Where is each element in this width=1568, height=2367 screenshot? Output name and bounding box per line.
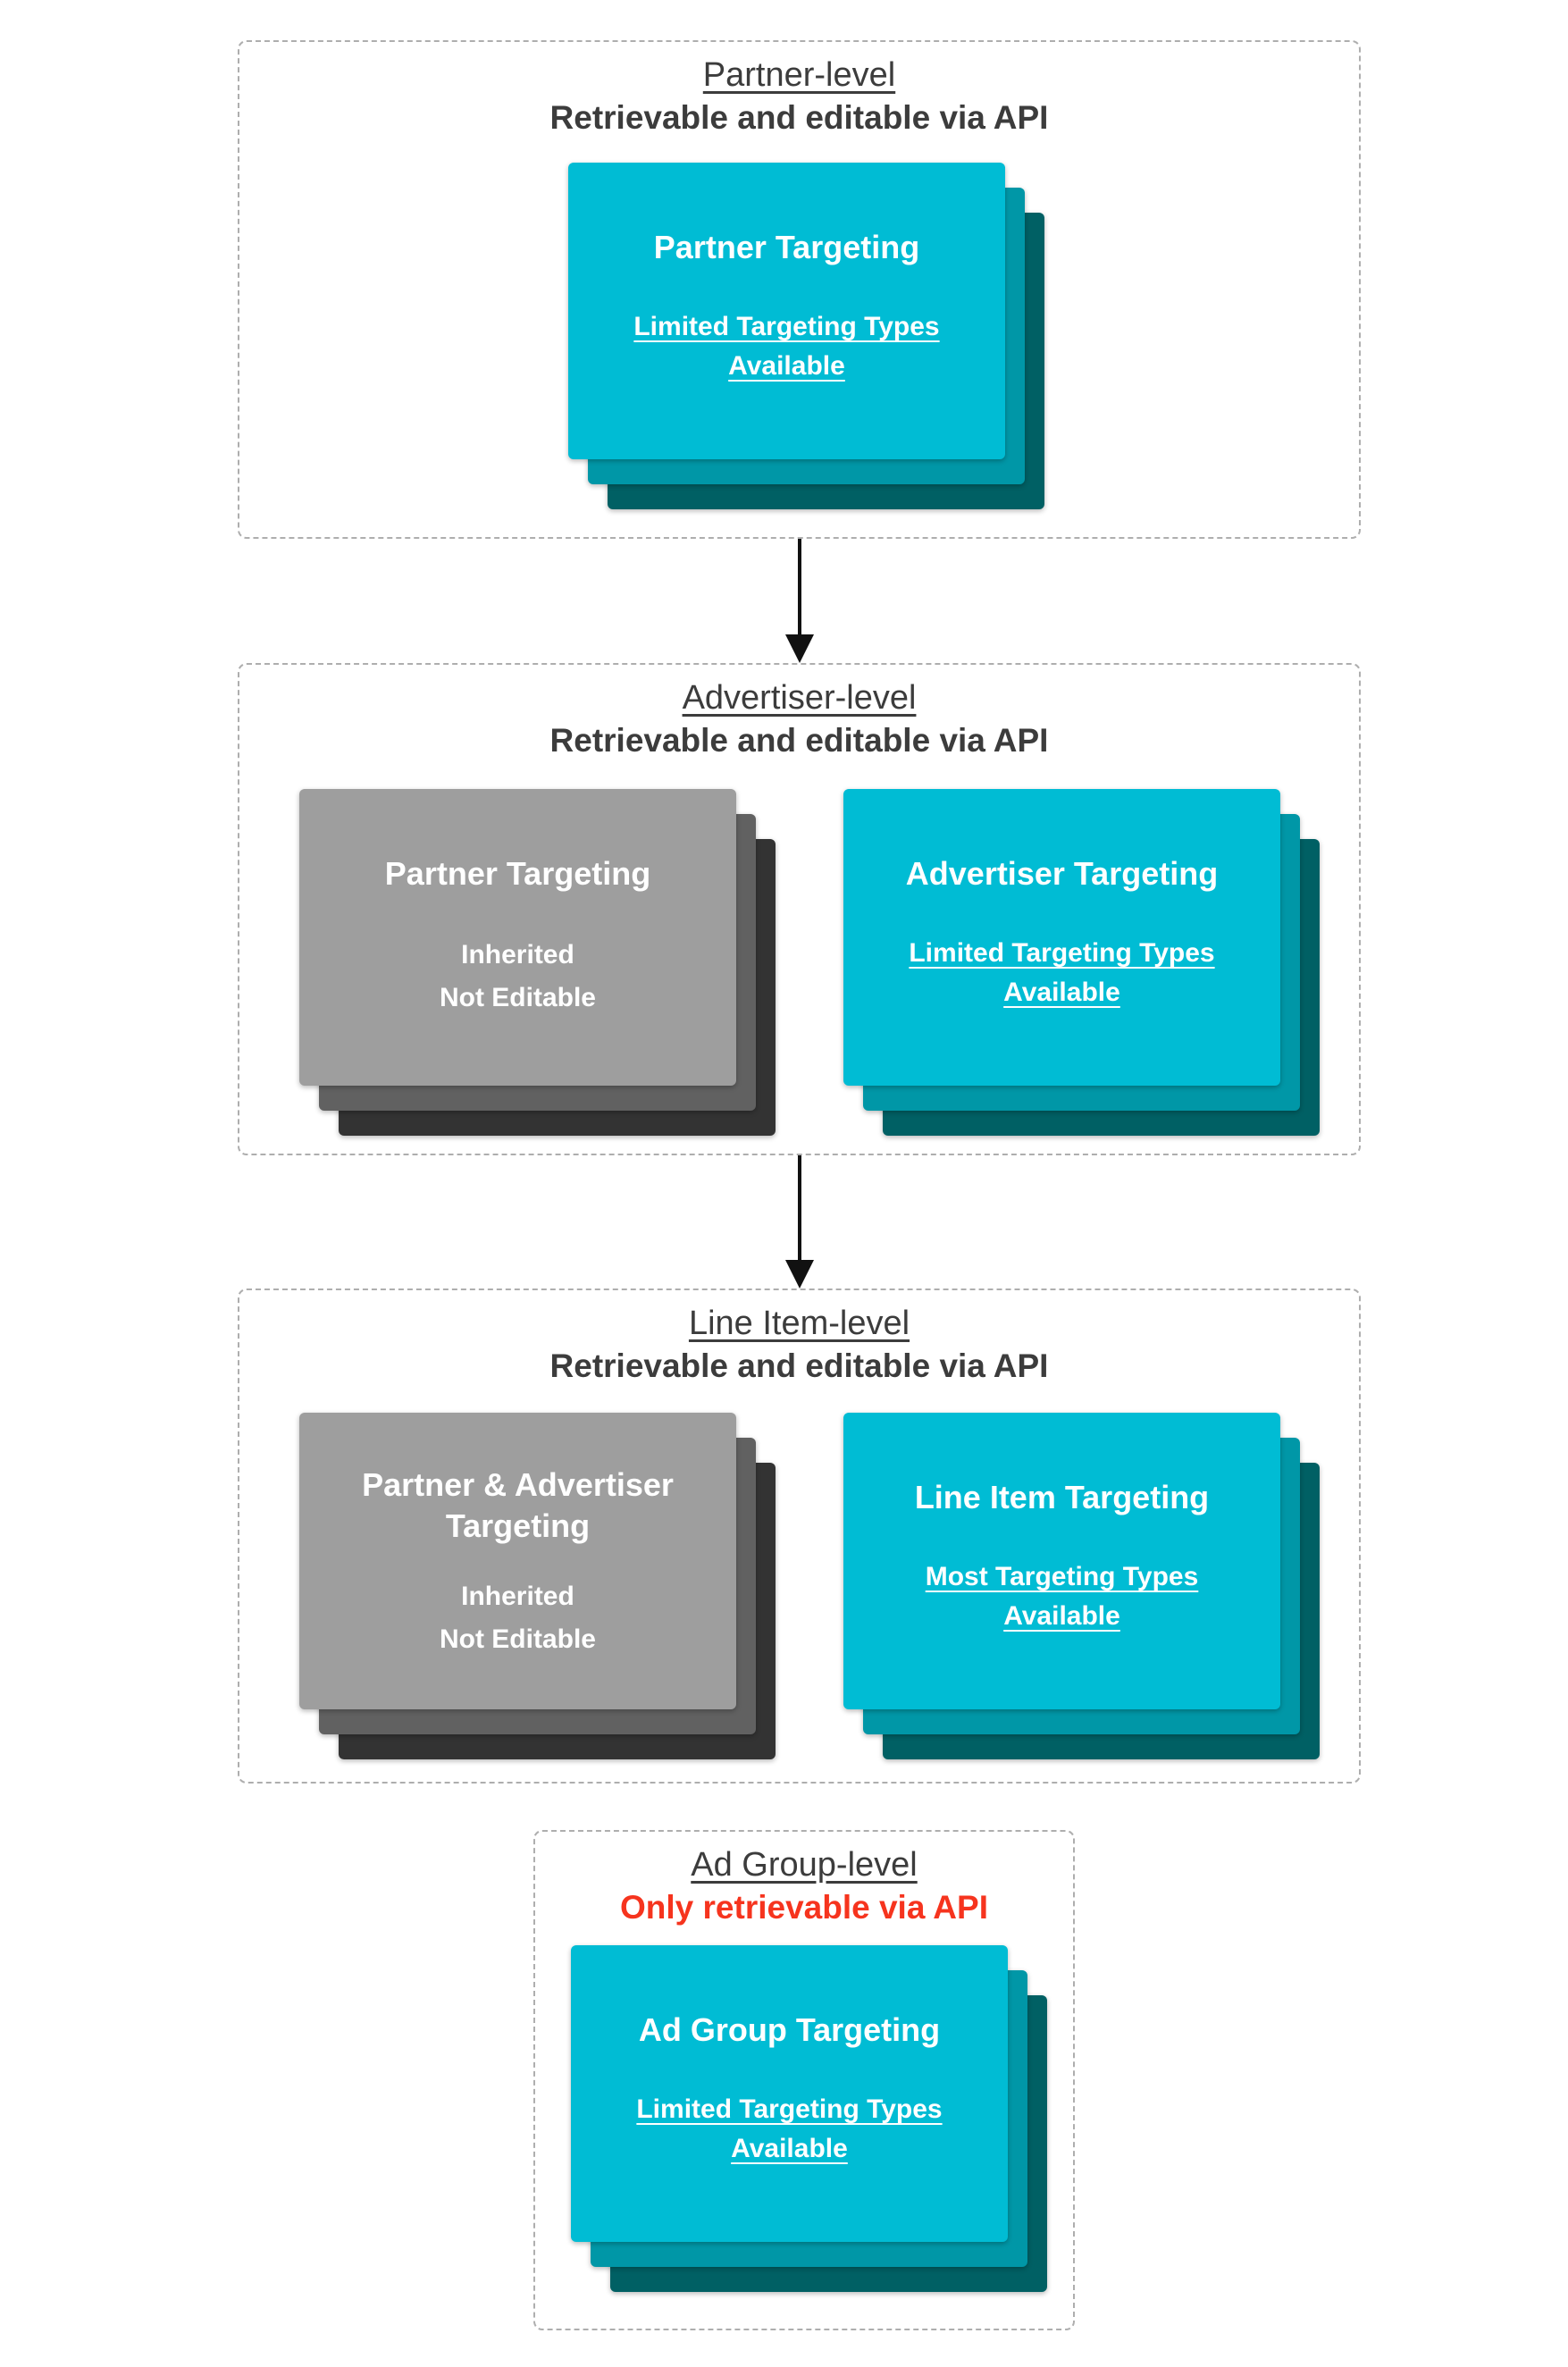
card-title: Partner Targeting bbox=[653, 229, 920, 265]
arrow-head-icon bbox=[785, 1260, 814, 1288]
ad-group-targeting-card-stack: Ad Group Targeting Limited Targeting Typ… bbox=[571, 1945, 1047, 2292]
inherited-partner-advertiser-card-stack: Partner & Advertiser Targeting Inherited… bbox=[299, 1413, 776, 1759]
partner-level-box: Partner-level Retrievable and editable v… bbox=[238, 40, 1361, 539]
card-body-line: Inherited bbox=[461, 1582, 574, 1611]
advertiser-level-head: Advertiser-level Retrievable and editabl… bbox=[239, 676, 1359, 761]
partner-level-title: Partner-level bbox=[702, 56, 896, 94]
inherited-partner-advertiser-card: Partner & Advertiser Targeting Inherited… bbox=[299, 1413, 736, 1709]
arrow-head-icon bbox=[785, 634, 814, 663]
arrow-line bbox=[798, 1155, 801, 1260]
card-title: Line Item Targeting bbox=[914, 1479, 1210, 1515]
line-item-level-head: Line Item-level Retrievable and editable… bbox=[239, 1301, 1359, 1387]
partner-level-head: Partner-level Retrievable and editable v… bbox=[239, 53, 1359, 138]
ad-group-level-title: Ad Group-level bbox=[691, 1846, 918, 1884]
ad-group-targeting-card: Ad Group Targeting Limited Targeting Typ… bbox=[571, 1945, 1008, 2242]
card-title: Partner & Advertiser Targeting bbox=[362, 1466, 674, 1544]
card-body: Inherited Not Editable bbox=[440, 934, 596, 1020]
card-body-line: Inherited bbox=[461, 940, 574, 969]
card-body: Limited Targeting Types Available bbox=[909, 934, 1214, 1012]
card-body-line: Not Editable bbox=[439, 1624, 596, 1654]
card-body: Most Targeting Types Available bbox=[926, 1557, 1199, 1636]
flow-arrow-advertiser-to-line-item bbox=[784, 1155, 816, 1288]
advertiser-level-title: Advertiser-level bbox=[682, 679, 917, 717]
partner-targeting-card-stack: Partner Targeting Limited Targeting Type… bbox=[568, 163, 1044, 509]
card-body-line: Limited Targeting Types bbox=[633, 312, 940, 341]
ad-group-level-subtitle: Only retrievable via API bbox=[620, 1889, 988, 1926]
advertiser-targeting-card: Advertiser Targeting Limited Targeting T… bbox=[843, 789, 1280, 1086]
card-title: Ad Group Targeting bbox=[638, 2011, 941, 2048]
flow-arrow-partner-to-advertiser bbox=[784, 539, 816, 663]
line-item-level-title: Line Item-level bbox=[688, 1305, 910, 1342]
line-item-level-box: Line Item-level Retrievable and editable… bbox=[238, 1288, 1361, 1784]
card-body-line: Limited Targeting Types bbox=[909, 938, 1215, 968]
advertiser-targeting-card-stack: Advertiser Targeting Limited Targeting T… bbox=[843, 789, 1320, 1136]
card-body-line: Not Editable bbox=[439, 983, 596, 1012]
inherited-partner-targeting-card-stack: Partner Targeting Inherited Not Editable bbox=[299, 789, 776, 1136]
card-body: Limited Targeting Types Available bbox=[633, 307, 939, 386]
arrow-line bbox=[798, 539, 801, 634]
partner-targeting-card: Partner Targeting Limited Targeting Type… bbox=[568, 163, 1005, 459]
advertiser-level-box: Advertiser-level Retrievable and editabl… bbox=[238, 663, 1361, 1155]
inherited-partner-targeting-card: Partner Targeting Inherited Not Editable bbox=[299, 789, 736, 1086]
card-body: Limited Targeting Types Available bbox=[636, 2090, 942, 2169]
ad-group-level-box: Ad Group-level Only retrievable via API … bbox=[533, 1830, 1075, 2330]
card-body-line: Available bbox=[728, 351, 845, 381]
card-body: Inherited Not Editable bbox=[440, 1575, 596, 1661]
card-title: Partner Targeting bbox=[384, 855, 651, 892]
card-title: Advertiser Targeting bbox=[905, 855, 1219, 892]
ad-group-level-head: Ad Group-level Only retrievable via API bbox=[535, 1842, 1073, 1928]
line-item-level-subtitle: Retrievable and editable via API bbox=[549, 1347, 1049, 1384]
partner-level-subtitle: Retrievable and editable via API bbox=[549, 99, 1049, 136]
advertiser-level-subtitle: Retrievable and editable via API bbox=[549, 722, 1049, 759]
card-body-line: Limited Targeting Types bbox=[636, 2094, 943, 2124]
card-body-line: Available bbox=[1003, 1601, 1120, 1631]
line-item-targeting-card: Line Item Targeting Most Targeting Types… bbox=[843, 1413, 1280, 1709]
card-body-line: Available bbox=[1003, 978, 1120, 1007]
card-body-line: Available bbox=[731, 2134, 848, 2163]
line-item-targeting-card-stack: Line Item Targeting Most Targeting Types… bbox=[843, 1413, 1320, 1759]
card-body-line: Most Targeting Types bbox=[925, 1562, 1199, 1591]
